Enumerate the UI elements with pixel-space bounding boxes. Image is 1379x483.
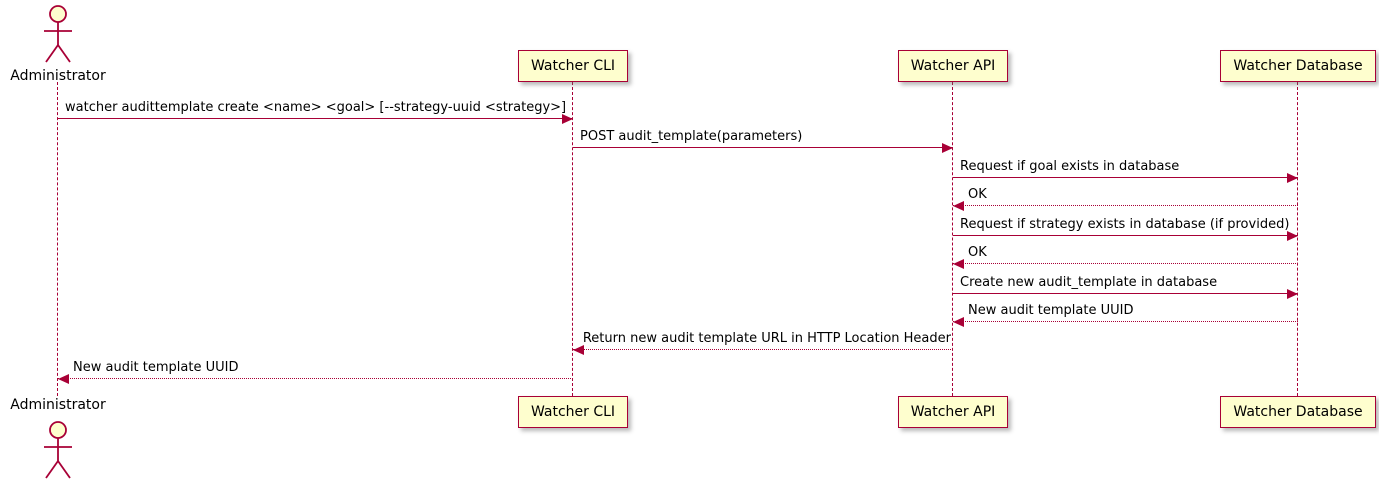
- message-line-6: [953, 293, 1298, 294]
- lifeline-watcher-api: [952, 82, 954, 396]
- message-label-2: Request if goal exists in database: [960, 159, 1180, 174]
- lifeline-watcher-cli: [572, 82, 574, 396]
- message-label-3: OK: [968, 187, 987, 202]
- message-line-0: [58, 118, 573, 119]
- message-arrowhead-1: [942, 142, 953, 153]
- message-label-4: Request if strategy exists in database (…: [960, 217, 1290, 232]
- participant-watcher-api-top[interactable]: Watcher API: [897, 50, 1009, 82]
- participant-watcher-cli-bottom[interactable]: Watcher CLI: [517, 396, 629, 428]
- message-label-6: Create new audit_template in database: [960, 275, 1218, 290]
- message-arrowhead-3: [953, 200, 964, 211]
- lifeline-administrator: [57, 82, 59, 396]
- actor-label-administrator-bottom: Administrator: [10, 397, 106, 413]
- message-label-7: New audit template UUID: [968, 303, 1134, 318]
- message-arrowhead-7: [953, 316, 964, 327]
- message-arrowhead-4: [1287, 230, 1298, 241]
- message-arrowhead-0: [562, 113, 573, 124]
- message-line-7: [953, 321, 1298, 322]
- message-line-8: [573, 349, 953, 350]
- participant-watcher-cli-top[interactable]: Watcher CLI: [517, 50, 629, 82]
- message-line-4: [953, 235, 1298, 236]
- message-line-1: [573, 147, 953, 148]
- message-label-0: watcher audittemplate create <name> <goa…: [65, 100, 567, 115]
- actor-figure-administrator-bottom[interactable]: [36, 418, 80, 480]
- message-arrowhead-9: [58, 373, 69, 384]
- message-arrowhead-6: [1287, 288, 1298, 299]
- message-label-8: Return new audit template URL in HTTP Lo…: [582, 331, 951, 346]
- participant-watcher-db-bottom[interactable]: Watcher Database: [1220, 396, 1376, 428]
- message-label-1: POST audit_template(parameters): [580, 129, 803, 144]
- participant-watcher-db-top[interactable]: Watcher Database: [1220, 50, 1376, 82]
- message-label-5: OK: [968, 245, 987, 260]
- message-arrowhead-5: [953, 258, 964, 269]
- message-line-3: [953, 205, 1298, 206]
- message-line-5: [953, 263, 1298, 264]
- message-arrowhead-8: [573, 344, 584, 355]
- actor-figure-administrator-top[interactable]: [36, 2, 80, 64]
- message-label-9: New audit template UUID: [73, 360, 239, 375]
- message-arrowhead-2: [1287, 172, 1298, 183]
- message-line-2: [953, 177, 1298, 178]
- participant-watcher-api-bottom[interactable]: Watcher API: [897, 396, 1009, 428]
- actor-label-administrator: Administrator: [10, 68, 106, 84]
- message-line-9: [58, 378, 573, 379]
